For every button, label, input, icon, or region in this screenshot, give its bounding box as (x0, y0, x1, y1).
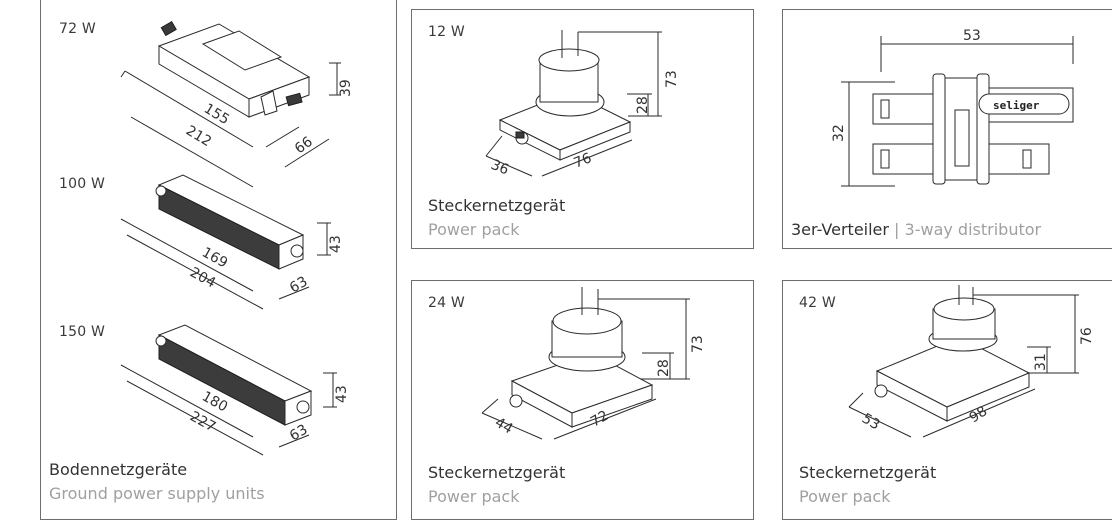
power-pack-42w-panel: 31 76 53 98 42 W Steckernetzgerät Power … (782, 280, 1112, 520)
watt-label-72w: 72 W (59, 21, 96, 37)
dim-100w-43: 43 (328, 235, 344, 253)
unit-150w-drawing (120, 324, 337, 456)
caption-de-distributor: 3er-Verteiler (791, 220, 889, 239)
caption-en-ground: Ground power supply units (49, 484, 265, 503)
ground-power-supply-drawings: 155 212 39 66 169 204 43 63 (120, 20, 354, 456)
distributor-drawing (841, 36, 1074, 187)
power-pack-24w-panel: 28 73 44 72 24 W Steckernetzgerät Power … (411, 280, 754, 520)
dim-100w-204: 204 (187, 265, 218, 292)
power-pack-12w-drawing (485, 30, 662, 177)
caption-en-12w: Power pack (428, 220, 520, 239)
caption-separator: | (888, 220, 905, 239)
power-pack-24w-drawing (481, 287, 690, 440)
caption-en-42w: Power pack (799, 487, 891, 506)
watt-label-150w: 150 W (59, 324, 106, 340)
dim-100w-169: 169 (199, 245, 230, 272)
caption-distributor: 3er-Verteiler | 3-way distributor (791, 220, 1041, 239)
watt-label-42w: 42 W (799, 295, 836, 311)
watt-label-100w: 100 W (59, 176, 106, 192)
seliger-logo-badge (978, 93, 1070, 115)
caption-de-ground: Bodennetzgeräte (49, 460, 188, 479)
dim-72w-66: 66 (292, 134, 316, 157)
power-pack-42w-drawing (848, 285, 1079, 438)
watt-label-12w: 12 W (428, 24, 465, 40)
dim-150w-63: 63 (287, 422, 310, 445)
caption-de-42w: Steckernetzgerät (799, 463, 937, 482)
unit-100w-drawing (120, 174, 331, 310)
caption-de-12w: Steckernetzgerät (428, 196, 566, 215)
dim-150w-227: 227 (187, 409, 218, 436)
distributor-panel: 53 32 seliger 3er-Verteiler | 3-way dist… (782, 9, 1112, 249)
unit-72w-drawing (120, 20, 341, 188)
ground-power-supply-panel: 155 212 39 66 169 204 43 63 (40, 0, 397, 520)
caption-de-24w: Steckernetzgerät (428, 463, 566, 482)
watt-label-24w: 24 W (428, 295, 465, 311)
caption-en-24w: Power pack (428, 487, 520, 506)
dim-72w-212: 212 (183, 123, 214, 150)
power-pack-12w-panel: 28 73 36 76 12 W Steckernetzgerät Power … (411, 9, 754, 249)
dim-100w-63: 63 (287, 274, 310, 297)
dim-150w-43: 43 (334, 385, 350, 403)
dim-72w-39: 39 (338, 79, 354, 97)
caption-en-distributor: 3-way distributor (904, 220, 1042, 239)
